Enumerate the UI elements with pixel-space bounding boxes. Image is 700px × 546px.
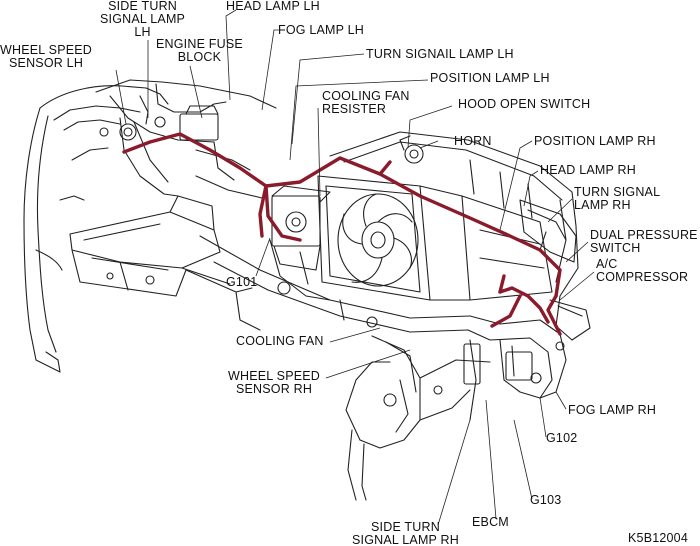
label-turn-signal-lamp-lh: TURN SIGNAIL LAMP LH bbox=[366, 47, 514, 61]
cooling-fan-module bbox=[317, 175, 431, 301]
label-side-turn-signal-lamp-lh: SIDE TURN SIGNAL LAMP LH bbox=[100, 0, 186, 39]
label-g101: G101 bbox=[226, 275, 258, 289]
label-fog-lamp-lh: FOG LAMP LH bbox=[278, 23, 365, 37]
label-engine-fuse-block: ENGINE FUSE BLOCK bbox=[156, 37, 243, 64]
label-head-lamp-rh: HEAD LAMP RH bbox=[540, 163, 636, 177]
label-wheel-speed-sensor-lh: WHEEL SPEED SENSOR LH bbox=[0, 43, 93, 70]
lower-frame-extension bbox=[345, 335, 491, 501]
label-position-lamp-rh: POSITION LAMP RH bbox=[534, 134, 656, 148]
label-head-lamp-lh: HEAD LAMP LH bbox=[226, 0, 320, 13]
figure-code: K5B12004 bbox=[628, 531, 688, 545]
right-headlamp-housing bbox=[519, 199, 577, 263]
label-cooling-fan: COOLING FAN bbox=[236, 334, 324, 348]
label-position-lamp-lh: POSITION LAMP LH bbox=[430, 71, 550, 85]
left-fender-outline bbox=[23, 85, 169, 373]
left-apron bbox=[95, 79, 277, 199]
label-dual-pressure-switch: DUAL PRESSURE SWITCH bbox=[590, 228, 698, 255]
label-horn: HORN bbox=[454, 134, 492, 148]
cooling-fan-resister-box bbox=[271, 185, 331, 271]
right-frame-rail bbox=[467, 299, 591, 399]
left-frame-rail bbox=[69, 195, 253, 297]
label-side-turn-signal-lamp-rh: SIDE TURN SIGNAL LAMP RH bbox=[352, 520, 459, 546]
label-cooling-fan-resister: COOLING FAN RESISTER bbox=[322, 89, 410, 116]
label-wheel-speed-sensor-rh: WHEEL SPEED SENSOR RH bbox=[228, 369, 321, 396]
label-g103: G103 bbox=[530, 493, 562, 507]
label-ac-compressor: A/C COMPRESSOR bbox=[596, 257, 689, 284]
label-hood-open-switch: HOOD OPEN SWITCH bbox=[458, 97, 591, 111]
wiring-harness bbox=[122, 132, 562, 336]
label-fog-lamp-rh: FOG LAMP RH bbox=[568, 403, 657, 417]
label-g102: G102 bbox=[546, 431, 578, 445]
label-ebcm: EBCM bbox=[472, 515, 509, 529]
leader-lines bbox=[115, 9, 595, 526]
label-turn-signal-lamp-rh: TURN SIGNAL LAMP RH bbox=[574, 185, 661, 212]
